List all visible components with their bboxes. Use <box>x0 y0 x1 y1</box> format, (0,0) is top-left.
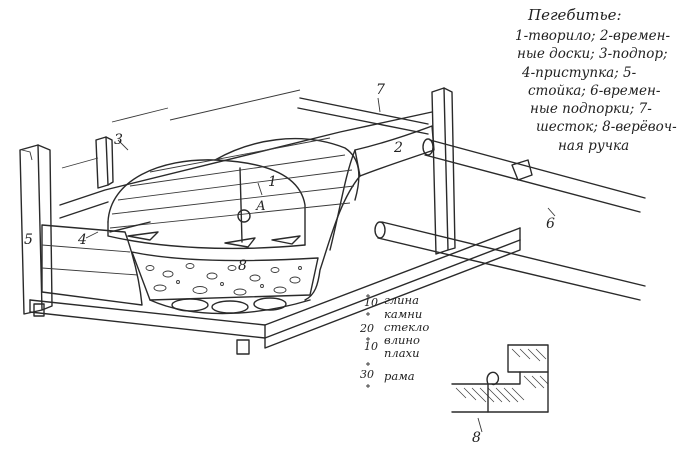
layer-value-3: 20 <box>359 322 374 335</box>
callout-labels: 1 2 3 4 5 6 7 8 А <box>24 82 555 274</box>
callout-a: А <box>255 199 266 214</box>
post-left <box>19 144 53 315</box>
legend-title: Пегебитье: <box>527 6 622 24</box>
legend-line-3: 4-приступка; 5- <box>521 65 637 81</box>
legend: Пегебитье: 1-творило; 2-времен- ные доск… <box>515 6 677 154</box>
legend-line-5: ные подпорки; 7- <box>530 101 652 117</box>
frame-joint-front <box>236 339 250 355</box>
front-board <box>41 221 151 306</box>
leader-lines <box>85 97 556 239</box>
legend-line-1: 1-творило; 2-времен- <box>515 28 671 44</box>
dome-form <box>107 137 360 250</box>
layer-label-5: плахи <box>384 346 419 360</box>
layer-value-5: 10 <box>364 340 378 353</box>
temporary-support-poles <box>374 138 646 301</box>
layer-label-3: стекло <box>384 320 429 334</box>
frame-joint-left <box>33 303 45 317</box>
detail-label: 8 <box>472 430 481 446</box>
legend-line-7: ная ручка <box>558 138 629 154</box>
right-edge-block <box>511 159 533 181</box>
callout-6: 6 <box>546 216 555 232</box>
callout-5: 5 <box>24 232 33 248</box>
callout-2: 2 <box>393 140 403 156</box>
layer-value-1: 10 <box>364 296 378 309</box>
base-frame <box>29 227 521 355</box>
temporary-board-right <box>304 125 435 301</box>
point-a-marker <box>237 209 251 223</box>
detail-rope-handle: 8 <box>451 344 549 446</box>
layer-label-6: рама <box>384 369 415 383</box>
callout-3: 3 <box>114 132 123 148</box>
fill-layers <box>131 251 319 315</box>
legend-line-6: шесток; 8-верёвоч- <box>536 119 677 135</box>
callout-8: 8 <box>238 258 247 274</box>
callout-1: 1 <box>268 174 277 190</box>
callout-7: 7 <box>376 82 385 98</box>
post-right <box>431 87 456 255</box>
callout-4: 4 <box>77 232 87 248</box>
legend-line-2: ные доски; 3-подпор; <box>517 46 668 62</box>
layer-list: 10 глина камни 20 стекло влино 10 плахи … <box>359 293 429 388</box>
legend-line-4: стойка; 6-времен- <box>528 83 661 99</box>
layer-label-4: влино <box>384 333 420 347</box>
layer-label-1: глина <box>384 293 419 307</box>
layer-label-2: камни <box>384 307 422 321</box>
back-post <box>95 136 114 189</box>
layer-value-6: 30 <box>360 368 374 381</box>
wedges <box>127 231 301 248</box>
